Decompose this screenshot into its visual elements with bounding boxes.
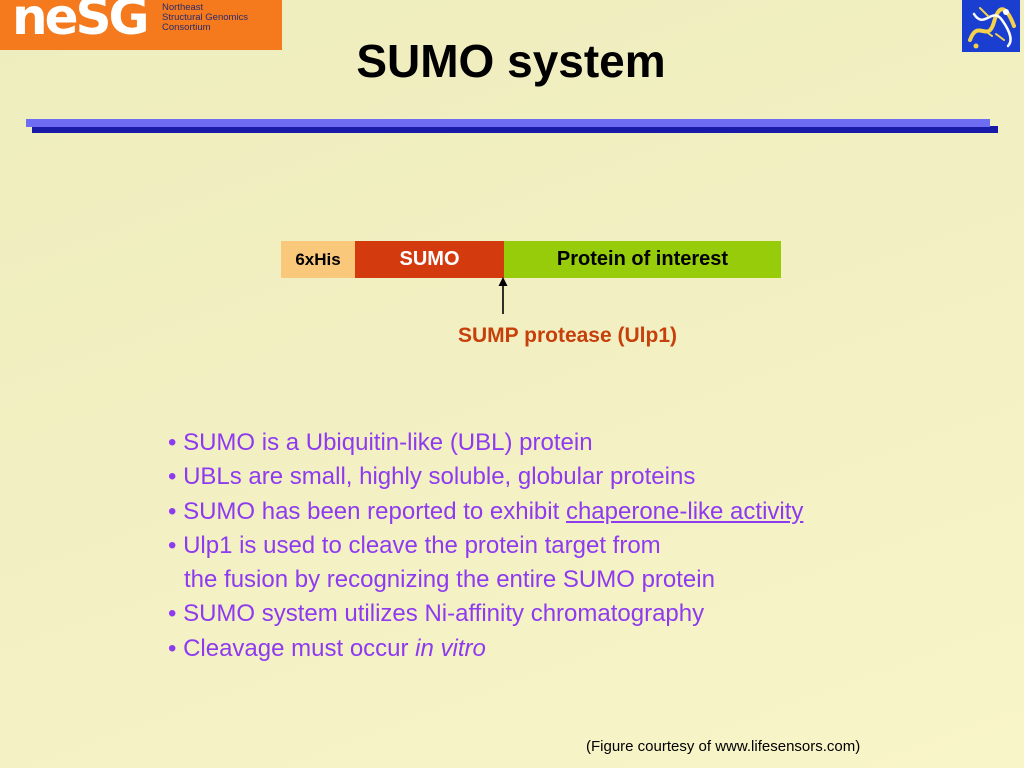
bullet-item: • SUMO is a Ubiquitin-like (UBL) protein — [168, 429, 593, 456]
title-rule-shadow — [32, 126, 998, 133]
his-tag-segment: 6xHis — [281, 241, 355, 278]
protein-structure-emblem — [962, 0, 1020, 52]
fusion-construct-diagram: 6xHis SUMO Protein of interest — [281, 241, 781, 278]
protein-of-interest-segment: Protein of interest — [504, 241, 781, 278]
logo-letters: neSG — [12, 0, 150, 46]
bullet-item: • Cleavage must occur in vitro — [168, 632, 803, 666]
title-rule — [26, 119, 990, 127]
logo-caption-line: Structural Genomics — [162, 12, 249, 23]
logo-caption-line: Consortium — [162, 22, 211, 33]
bullet-list: • SUMO is a Ubiquitin-like (UBL) protein… — [168, 426, 803, 666]
bullet-item: • SUMO system utilizes Ni-affinity chrom… — [168, 600, 705, 628]
logo-caption-line: Northeast — [162, 2, 204, 13]
bullet-continuation: the fusion by recognizing the entire SUM… — [184, 566, 715, 594]
bullet-text: • SUMO has been reported to exhibit — [168, 497, 566, 525]
slide-title: SUMO system — [356, 35, 666, 87]
logo-caption: Northeast Structural Genomics Consortium — [162, 3, 248, 33]
figure-credit: (Figure courtesy of www.lifesensors.com) — [586, 738, 861, 755]
cleavage-arrow-icon — [498, 277, 508, 314]
protein-ribbon-icon — [968, 7, 1016, 49]
nesg-logo: neSG Northeast Structural Genomics Conso… — [0, 0, 282, 50]
bullet-item: • Ulp1 is used to cleave the protein tar… — [168, 531, 661, 559]
chaperone-activity-link[interactable]: chaperone-like activity — [565, 497, 804, 525]
bullet-item: • UBLs are small, highly soluble, globul… — [168, 463, 696, 491]
sumo-segment: SUMO — [355, 241, 504, 278]
in-vitro-emphasis: in vitro — [415, 634, 486, 662]
bullet-item: • SUMO has been reported to exhibit chap… — [168, 495, 803, 529]
bullet-text: • Cleavage must occur — [168, 634, 416, 662]
protease-label: SUMP protease (Ulp1) — [458, 324, 677, 347]
